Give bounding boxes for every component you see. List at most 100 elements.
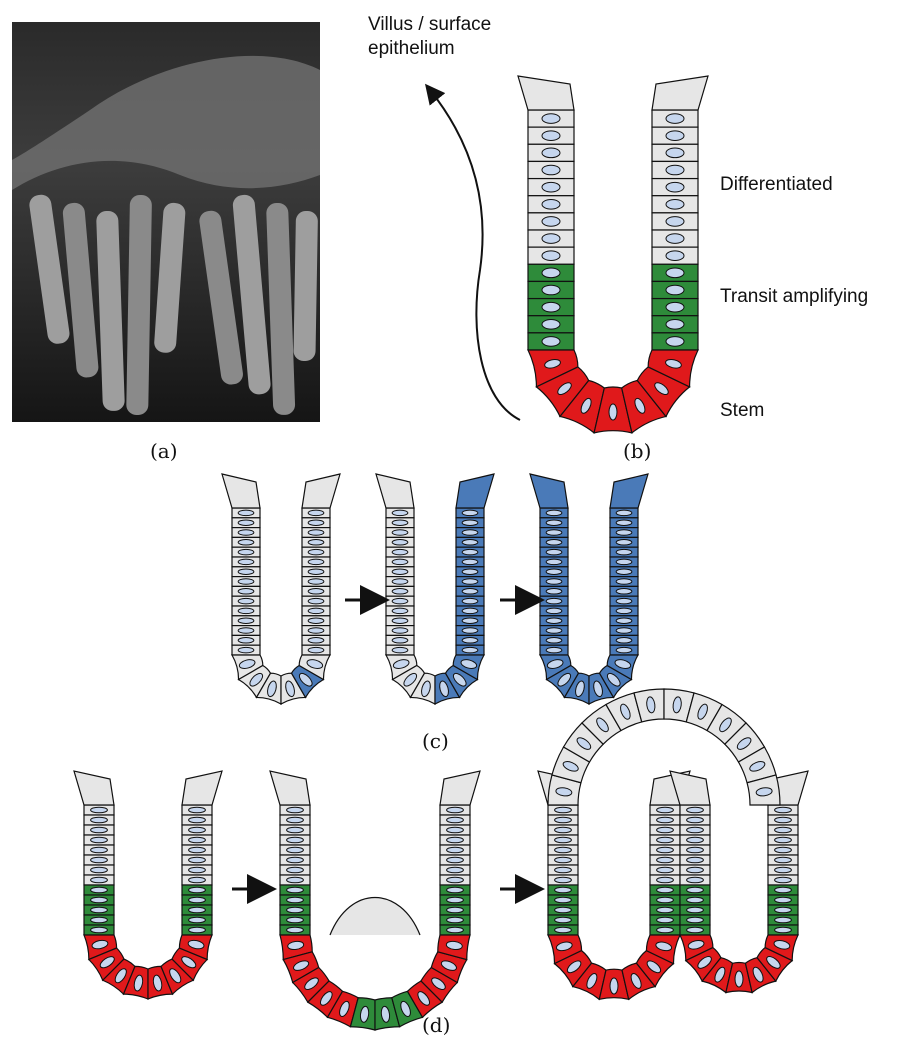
nucleus xyxy=(666,234,684,244)
nucleus xyxy=(542,337,560,347)
nucleus xyxy=(238,638,254,643)
nucleus xyxy=(610,978,618,994)
crypt-projection xyxy=(126,195,152,415)
nucleus xyxy=(775,857,792,863)
nucleus xyxy=(542,251,560,261)
nucleus xyxy=(447,827,464,833)
nucleus xyxy=(308,569,324,574)
nucleus xyxy=(462,540,478,545)
nucleus xyxy=(666,114,684,124)
nucleus xyxy=(287,837,304,843)
crypt-projection xyxy=(293,211,318,361)
villus-label-line2: epithelium xyxy=(368,38,455,59)
nucleus xyxy=(542,234,560,244)
nucleus xyxy=(687,907,704,913)
nucleus xyxy=(666,148,684,158)
nucleus xyxy=(775,807,792,813)
nucleus xyxy=(238,598,254,603)
nucleus xyxy=(616,608,632,613)
nucleus xyxy=(546,618,562,623)
nucleus xyxy=(462,618,478,623)
crypt-diagram-b xyxy=(518,76,708,433)
crypt-c-half-mutant xyxy=(376,474,494,704)
nucleus xyxy=(616,569,632,574)
nucleus xyxy=(666,285,684,295)
nucleus xyxy=(447,927,464,933)
nucleus xyxy=(616,647,632,652)
nucleus xyxy=(546,638,562,643)
villus-label-line1: Villus / surface xyxy=(368,14,491,35)
nucleus xyxy=(546,589,562,594)
nucleus xyxy=(657,927,674,933)
nucleus xyxy=(616,520,632,525)
nucleus xyxy=(666,131,684,141)
nucleus xyxy=(616,530,632,535)
nucleus xyxy=(657,847,674,853)
nucleus xyxy=(555,837,572,843)
nucleus xyxy=(687,807,704,813)
nucleus xyxy=(542,285,560,295)
nucleus xyxy=(287,847,304,853)
nucleus xyxy=(462,530,478,535)
nucleus xyxy=(238,530,254,535)
tip-cell xyxy=(518,76,574,110)
nucleus xyxy=(238,510,254,515)
caption-d: (d) xyxy=(422,1013,450,1037)
nucleus xyxy=(542,114,560,124)
nucleus xyxy=(616,549,632,554)
nucleus xyxy=(392,618,408,623)
nucleus xyxy=(238,608,254,613)
nucleus xyxy=(447,847,464,853)
nucleus xyxy=(775,927,792,933)
nucleus xyxy=(91,867,108,873)
nucleus xyxy=(616,589,632,594)
nucleus xyxy=(687,887,704,893)
nucleus xyxy=(462,559,478,564)
nucleus xyxy=(392,647,408,652)
nucleus xyxy=(238,589,254,594)
nucleus xyxy=(555,887,572,893)
nucleus xyxy=(542,182,560,192)
nucleus xyxy=(687,927,704,933)
nucleus xyxy=(392,579,408,584)
nucleus xyxy=(555,917,572,923)
nucleus xyxy=(555,867,572,873)
nucleus xyxy=(238,559,254,564)
nucleus xyxy=(657,867,674,873)
nucleus xyxy=(392,520,408,525)
crypt-c-single-mutant xyxy=(222,474,340,704)
nucleus xyxy=(546,579,562,584)
nucleus xyxy=(308,647,324,652)
nucleus xyxy=(238,618,254,623)
transit-amplifying-label: Transit amplifying xyxy=(720,286,868,307)
nucleus xyxy=(287,907,304,913)
nucleus xyxy=(616,618,632,623)
nucleus xyxy=(462,520,478,525)
nucleus xyxy=(392,559,408,564)
nucleus xyxy=(189,807,206,813)
nucleus xyxy=(392,530,408,535)
micrograph-panel xyxy=(12,22,320,422)
nucleus xyxy=(666,217,684,227)
differentiated-label: Differentiated xyxy=(720,174,833,195)
nucleus xyxy=(775,897,792,903)
crypt-d-before-fission xyxy=(74,771,222,999)
nucleus xyxy=(542,165,560,175)
nucleus xyxy=(555,807,572,813)
nucleus xyxy=(657,827,674,833)
nucleus xyxy=(189,847,206,853)
nucleus xyxy=(775,877,792,883)
nucleus xyxy=(546,598,562,603)
nucleus xyxy=(287,807,304,813)
nucleus xyxy=(657,807,674,813)
nucleus xyxy=(91,827,108,833)
nucleus xyxy=(308,510,324,515)
nucleus xyxy=(91,857,108,863)
nucleus xyxy=(616,628,632,633)
nucleus xyxy=(308,589,324,594)
nucleus xyxy=(189,817,206,823)
nucleus xyxy=(555,897,572,903)
nucleus xyxy=(447,877,464,883)
nucleus xyxy=(687,897,704,903)
nucleus xyxy=(392,540,408,545)
